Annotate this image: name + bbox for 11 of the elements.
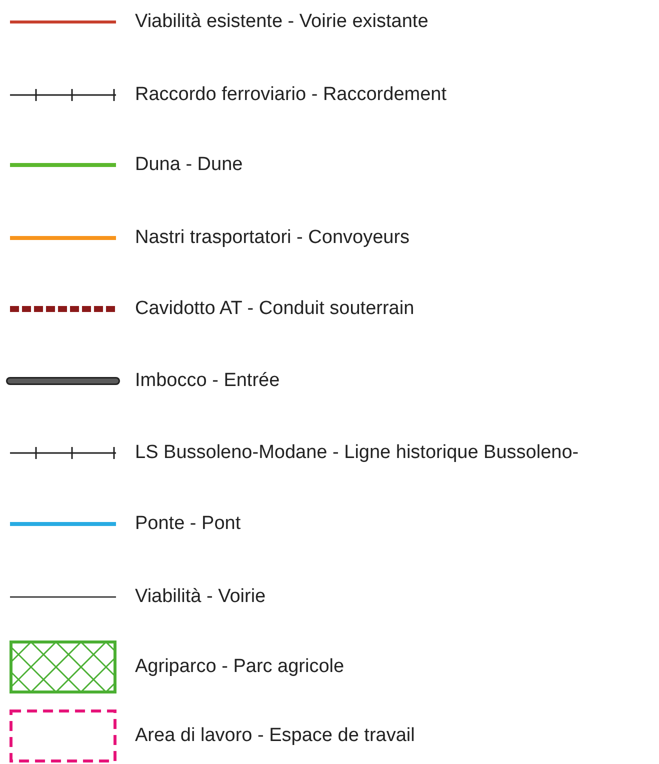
legend-text: Duna - Dune	[135, 153, 243, 177]
legend-text: Agriparco - Parc agricole	[135, 655, 344, 679]
legend-text: LS Bussoleno-Modane - Ligne historique Bussoleno-	[135, 441, 579, 465]
legend-text: Imbocco - Entrée	[135, 369, 280, 393]
legend-text: Ponte - Pont	[135, 512, 241, 536]
legend-text: Raccordo ferroviario - Raccordement	[135, 83, 447, 107]
legend-text: Nastri trasportatori - Convoyeurs	[135, 226, 410, 250]
legend-text: Cavidotto AT - Conduit souterrain	[135, 297, 414, 321]
legend-text: Viabilità esistente - Voirie existante	[135, 10, 428, 34]
legend-text: Viabilità - Voirie	[135, 585, 266, 609]
legend-text: Area di lavoro - Espace de travail	[135, 724, 415, 748]
